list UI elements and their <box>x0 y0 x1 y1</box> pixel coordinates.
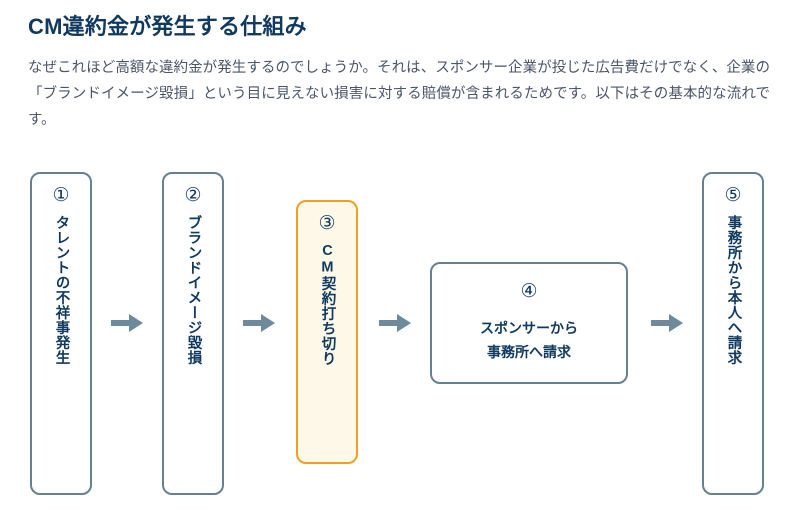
step-number-5: ⑤ <box>724 184 742 206</box>
flow-step-2[interactable]: ② ブランドイメージ毀損 <box>162 172 224 495</box>
step-label-3: CM契約打ち切り <box>319 243 336 366</box>
flow-step-3[interactable]: ③ CM契約打ち切り <box>296 200 358 464</box>
step-label-1: タレントの不祥事発生 <box>53 215 70 365</box>
step-number-3: ③ <box>318 212 336 234</box>
intro-paragraph: なぜこれほど高額な違約金が発生するのでしょうか。それは、スポンサー企業が投じた広… <box>28 60 770 128</box>
flow-step-4[interactable]: ④ スポンサーから 事務所へ請求 <box>430 262 628 384</box>
step-number-2: ② <box>184 184 202 206</box>
step-label-2: ブランドイメージ毀損 <box>185 215 202 365</box>
flow-step-1[interactable]: ① タレントの不祥事発生 <box>30 172 92 495</box>
flow-arrow-1 <box>108 310 146 336</box>
flow-step-5[interactable]: ⑤ 事務所から本人へ請求 <box>702 172 764 495</box>
step-number-1: ① <box>52 184 70 206</box>
step-number-4: ④ <box>520 280 538 303</box>
flow-arrow-4 <box>648 310 686 336</box>
page-title: CM違約金が発生する仕組み <box>28 14 307 39</box>
flow-diagram: ① タレントの不祥事発生 ② ブランドイメージ毀損 ③ CM契約打ち切り <box>0 160 792 510</box>
flow-arrow-3 <box>376 310 414 336</box>
step-label-5: 事務所から本人へ請求 <box>725 215 742 365</box>
flow-arrow-2 <box>240 310 278 336</box>
step-label-4: スポンサーから 事務所へ請求 <box>480 320 578 360</box>
